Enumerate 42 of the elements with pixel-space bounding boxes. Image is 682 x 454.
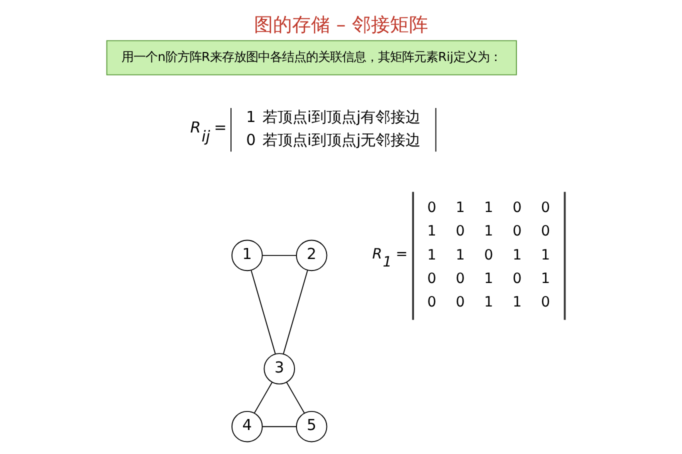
node-circle: 5 [296, 410, 328, 442]
label: 1 [541, 247, 550, 264]
node-circle: 3 [264, 353, 296, 384]
label: 1 [456, 200, 465, 216]
connector [254, 382, 273, 414]
connector [262, 254, 297, 256]
label: 0 [427, 270, 436, 287]
label: 1 [456, 247, 465, 264]
connector [282, 270, 308, 354]
label: 若顶点i到顶点j无邻接边 [262, 130, 421, 149]
node-circle: 4 [231, 410, 263, 442]
connector [286, 382, 305, 414]
label: 0 [512, 224, 522, 240]
label: 0 [427, 294, 436, 311]
diagram-title: 图的存储 – 邻接矩阵 [254, 14, 428, 36]
label: 0 [456, 294, 465, 311]
label: 1 [427, 224, 436, 240]
label: 0 [512, 200, 522, 216]
label: 0 [512, 270, 522, 287]
node-circle: 2 [296, 240, 328, 272]
node-box: 用一个n阶方阵R来存放图中各结点的关联信息，其矩阵元素Rij定义为： [106, 40, 517, 76]
connector [250, 270, 276, 354]
label: 0 [541, 294, 550, 311]
label: 0 [484, 247, 494, 264]
label: 0 [246, 130, 256, 149]
label: 0 [456, 270, 465, 287]
label: 0 [427, 200, 436, 216]
label: 1 [541, 270, 550, 287]
label: 1 [512, 247, 522, 264]
label: 0 [541, 200, 550, 216]
label: 若顶点i到顶点j有邻接边 [262, 108, 421, 126]
connector [262, 426, 297, 428]
label: 1 [484, 224, 494, 240]
label: 1 [484, 270, 494, 287]
label: 1 [484, 294, 494, 311]
label: 0 [541, 224, 550, 240]
label: 1 [512, 294, 522, 311]
label: 1 [484, 200, 494, 216]
node-circle: 1 [231, 240, 263, 272]
label: 1 [246, 108, 256, 126]
label: 0 [456, 224, 465, 240]
label: 1 [427, 247, 436, 264]
